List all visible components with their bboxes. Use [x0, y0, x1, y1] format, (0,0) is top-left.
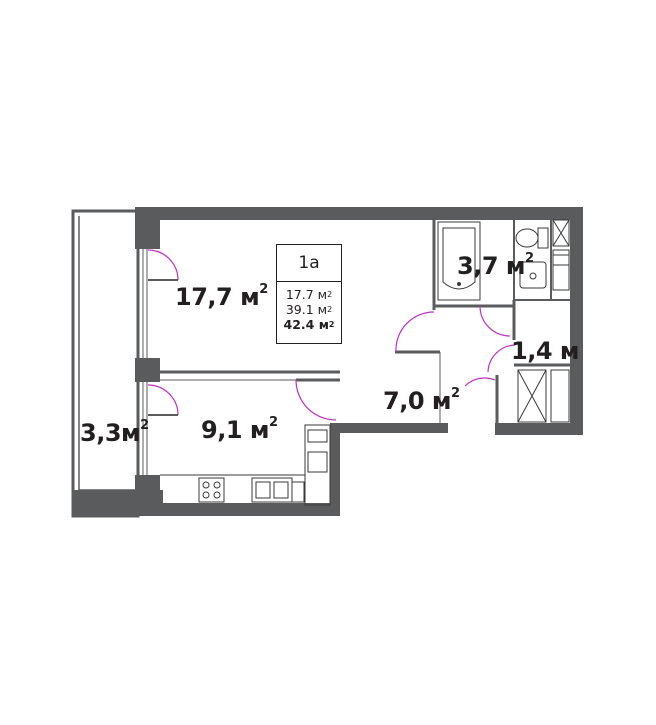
bathroom-area: 3,7 м2	[457, 251, 534, 280]
living-room-area: 17,7 м2	[175, 282, 268, 311]
wc-area: 1,4 м	[511, 337, 580, 365]
kitchen-area: 9,1 м2	[201, 415, 278, 444]
outer-walls	[135, 207, 583, 516]
apartment-number: 1a	[277, 245, 341, 282]
area-excl-balcony-value: 39.1 м2	[285, 302, 333, 317]
hall-area: 7,0 м2	[383, 386, 460, 415]
living-area-value: 17.7 м2	[285, 287, 333, 302]
door-arcs	[147, 249, 516, 421]
total-area-value: 42.4 м2	[283, 317, 335, 332]
apartment-info-box: 1a 17.7 м2 39.1 м2 42.4 м2	[276, 244, 342, 344]
interior-walls	[160, 220, 570, 433]
kitchen-fixtures	[160, 424, 331, 506]
sanitary-fixtures	[515, 219, 570, 423]
windows	[138, 249, 148, 475]
balcony-area: 3,3м2	[80, 418, 149, 447]
bathtub	[437, 221, 481, 301]
